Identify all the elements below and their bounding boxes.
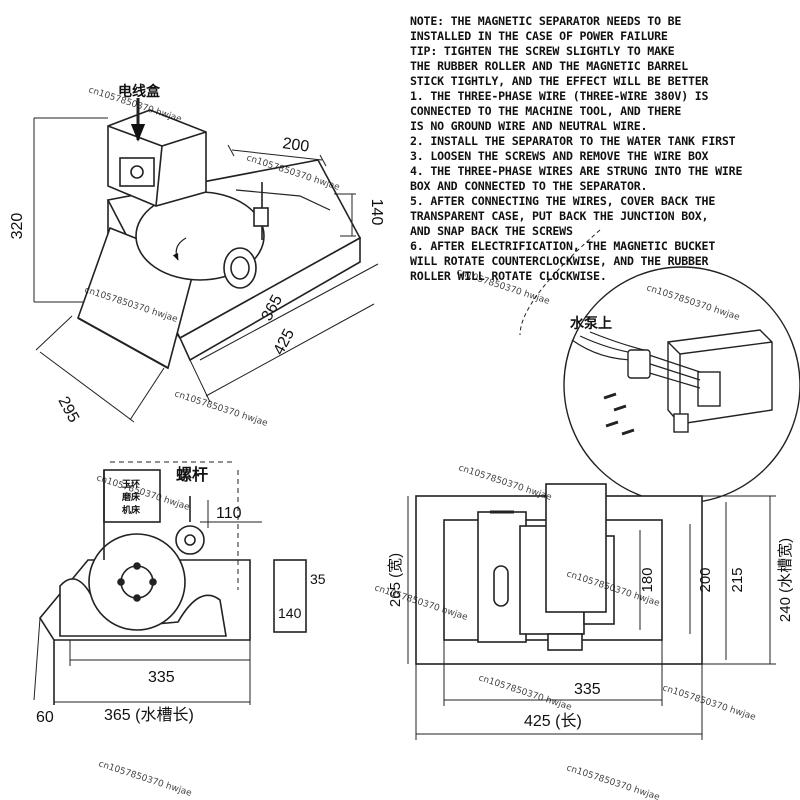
dim-215-top: 215 [729,567,746,592]
note-line: 2. INSTALL THE SEPARATOR TO THE WATER TA… [410,134,736,148]
dim-180-top: 180 [639,567,656,592]
detail-view [519,229,800,504]
note-line: 5. AFTER CONNECTING THE WIRES, COVER BAC… [410,194,716,208]
side-label-machine-3: 机床 [122,504,141,516]
note-line: STICK TIGHTLY, AND THE EFFECT WILL BE BE… [410,74,709,88]
note-line: 1. THE THREE-PHASE WIRE (THREE-WIRE 380V… [410,89,709,103]
note-line: WILL ROTATE COUNTERCLOCKWISE, AND THE RU… [410,254,709,268]
dim-425-top: 425 (长) [524,712,582,730]
note-line: CONNECTED TO THE MACHINE TOOL, AND THERE [410,104,682,118]
dim-335-side: 335 [148,669,175,686]
note-line: INSTALLED IN THE CASE OF POWER FAILURE [410,29,668,43]
dim-295-iso: 295 [54,394,82,426]
dim-200-top: 200 [697,567,714,592]
dim-320: 320 [9,213,26,240]
top-view [407,483,776,740]
junction-box-label: 电线盒 [118,83,161,100]
note-line: NOTE: THE MAGNETIC SEPARATOR NEEDS TO BE [410,14,682,28]
dim-335-top: 335 [574,681,601,698]
note-line: THE RUBBER ROLLER AND THE MAGNETIC BARRE… [410,59,688,73]
svg-text:cn1057850370 hwjae: cn1057850370 hwjae [661,683,757,723]
svg-text:cn1057850370 hwjae: cn1057850370 hwjae [477,673,573,713]
dim-35-side: 35 [310,571,326,587]
detail-label: 水泵上 [570,315,612,332]
note-line: TRANSPARENT CASE, PUT BACK THE JUNCTION … [410,209,709,223]
side-view [33,461,307,705]
isometric-view [33,98,379,423]
dim-365-side: 365 (水槽长) [104,706,194,724]
dim-140-side: 140 [278,605,302,621]
note-line: 4. THE THREE-PHASE WIRES ARE STRUNG INTO… [410,164,743,178]
note-line: 3. LOOSEN THE SCREWS AND REMOVE THE WIRE… [410,149,709,163]
note-line: 6. AFTER ELECTRIFICATION, THE MAGNETIC B… [410,239,716,253]
note-line: ROLLER WILL ROTATE CLOCKWISE. [410,269,607,283]
svg-text:cn1057850370 hwjae: cn1057850370 hwjae [97,759,193,799]
side-label-machine-1: 玉环 [122,479,140,490]
note-line: AND SNAP BACK THE SCREWS [410,224,573,238]
dim-265-top: 265 (宽) [387,553,404,607]
note-line: BOX AND CONNECTED TO THE SEPARATOR. [410,179,648,193]
dim-140-iso: 140 [368,199,385,226]
dim-60-side: 60 [36,709,54,726]
dim-425-iso: 425 [271,326,299,358]
installation-notes: NOTE: THE MAGNETIC SEPARATOR NEEDS TO BE… [410,14,795,284]
svg-text:cn1057850370 hwjae: cn1057850370 hwjae [565,763,661,800]
dim-200-iso: 200 [281,135,310,156]
note-line: TIP: TIGHTEN THE SCREW SLIGHTLY TO MAKE [410,44,675,58]
side-label-screw: 螺杆 [176,465,208,484]
dim-240-top: 240 (水槽宽) [777,538,794,622]
side-label-machine-2: 磨床 [121,491,141,503]
svg-text:cn1057850370 hwjae: cn1057850370 hwjae [173,389,269,429]
note-line: IS NO GROUND WIRE AND NEUTRAL WIRE. [410,119,648,133]
dim-110-side: 110 [216,505,242,522]
